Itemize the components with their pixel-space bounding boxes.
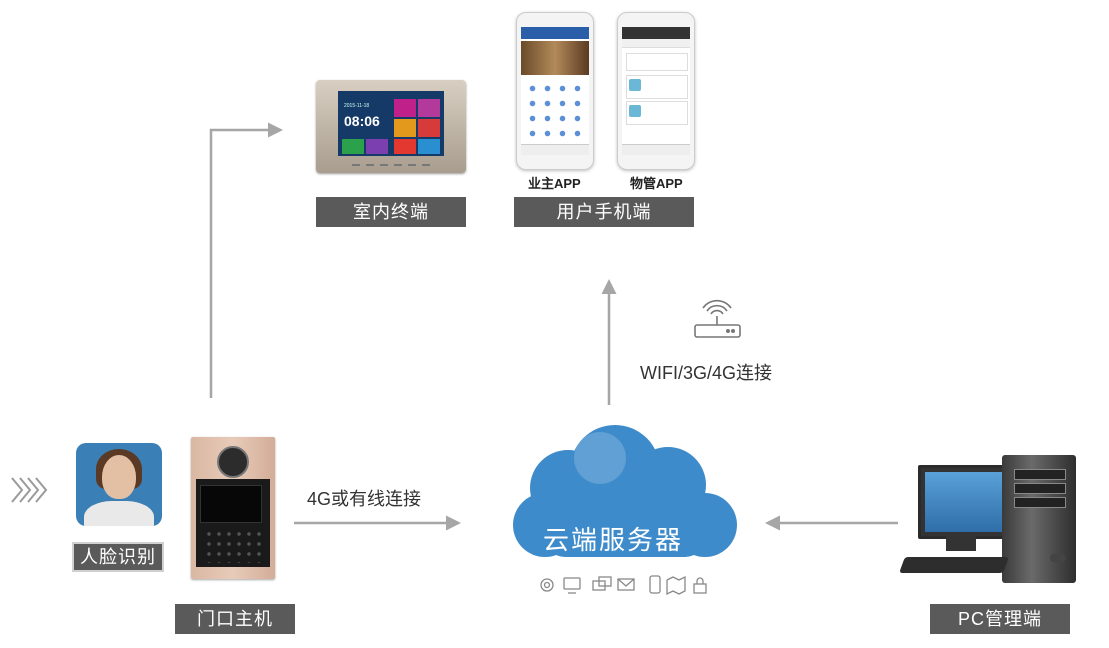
monitor-stand [946,533,976,551]
mouse [1050,553,1066,563]
keyboard [899,557,1009,573]
pc-monitor-device [918,465,1014,539]
mobile-terminal-label: 用户手机端 [514,197,694,227]
map-icon [666,575,686,596]
cloud-server-label: 云端服务器 [542,525,683,555]
pc-tower-device [1002,455,1076,583]
wifi-connection-label: WIFI/3G/4G连接 [640,363,773,383]
monitor-date: 2015-11-18 [344,103,370,109]
door-to-indoor-arrow [209,122,283,398]
indoor-terminal-label: 室内终端 [316,197,466,227]
gear-icon [540,578,554,592]
indoor-monitor-device: 2015-11-18 08:06 [316,80,466,173]
cloud-shape [513,425,737,557]
door-station-label: 门口主机 [175,604,295,634]
cloud-service-icons [540,575,707,596]
owner-app-phone [516,12,594,170]
keypad [204,529,262,563]
chat-icon [592,576,612,591]
face-photo [76,443,162,526]
mail-icon [617,578,635,591]
door-station-device [191,437,275,579]
indoor-monitor-screen: 2015-11-18 08:06 [338,91,444,156]
face-recognition-label: 人脸识别 [72,542,164,572]
monitor-time: 08:06 [344,113,380,129]
phone-icon [649,575,661,594]
property-app-label: 物管APP [630,176,683,191]
property-app-phone [617,12,695,170]
4g-connection-label: 4G或有线连接 [307,489,422,509]
camera-icon [217,446,249,478]
chevrons-icon [11,477,48,503]
owner-app-label: 业主APP [528,176,581,191]
wifi-router-icon [694,299,741,338]
lock-icon [693,577,707,594]
pc-management-label: PC管理端 [930,604,1070,634]
monitor-icon [563,577,581,594]
